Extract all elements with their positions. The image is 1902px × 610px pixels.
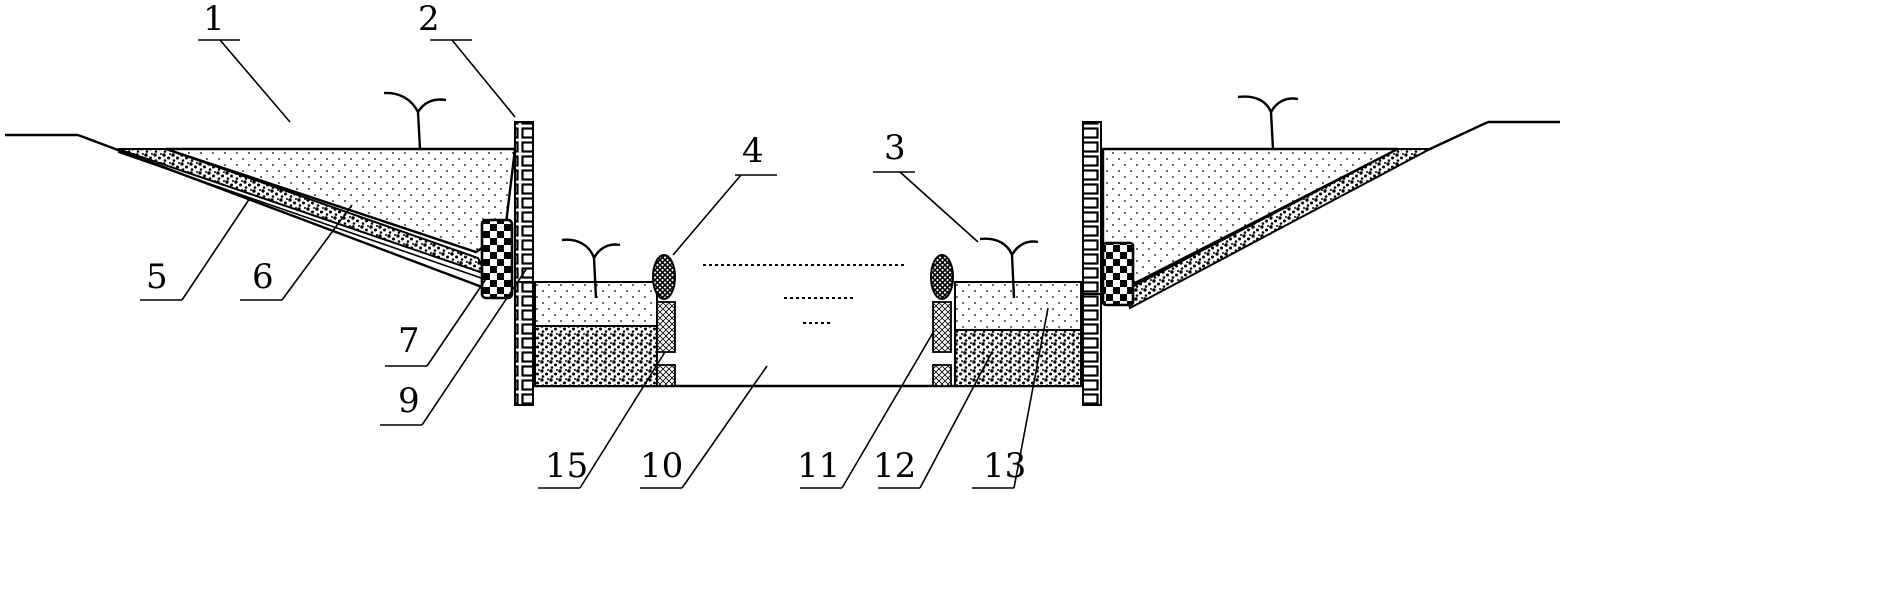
right-perforated-wall-lower [933,365,951,386]
leader-1-arm [220,40,290,122]
label-7: 7 [398,321,420,361]
labels: 1 2 4 3 5 6 7 9 15 10 11 12 13 [146,0,1026,486]
left-perforated-wall-upper [657,302,675,352]
right-bed-gravel [955,330,1081,386]
leader-3-arm [900,172,978,242]
right-natural-slope [1430,122,1488,149]
label-1: 1 [203,0,225,39]
leader-7-arm [427,276,488,366]
leader-9-arm [422,268,527,425]
right-upper-wall [1083,122,1101,294]
left-perforated-wall-lower [657,365,675,386]
label-13: 13 [983,446,1026,486]
left-plant [384,93,446,149]
right-perforated-wall-upper [933,302,951,352]
right-bed-soil [955,282,1081,330]
right-lower-wall [1083,282,1101,405]
label-4: 4 [742,131,764,171]
leader-10-arm [682,366,767,488]
label-15: 15 [545,446,588,486]
right-blocking-block [1103,243,1133,305]
central-channel [515,239,1101,405]
label-5: 5 [146,257,168,297]
right-fiber-roll [931,255,953,299]
right-plant [1238,97,1298,149]
right-planting-soil [1103,149,1398,283]
left-upper-wall [515,122,533,294]
left-planting-soil [166,149,515,252]
label-12: 12 [873,446,916,486]
label-6: 6 [252,257,274,297]
leader-4-arm [673,175,741,255]
label-2: 2 [418,0,440,39]
label-3: 3 [884,128,906,168]
left-lower-wall [515,282,533,405]
right-slope-assembly [1083,97,1560,308]
leader-6-arm [282,205,352,300]
left-blocking-block [482,220,512,298]
label-10: 10 [640,446,683,486]
leader-2-arm [452,40,515,117]
label-9: 9 [398,381,420,421]
left-fiber-roll [653,255,675,299]
left-bed-gravel [535,326,657,386]
leader-5-arm [182,198,250,300]
label-11: 11 [797,446,840,486]
